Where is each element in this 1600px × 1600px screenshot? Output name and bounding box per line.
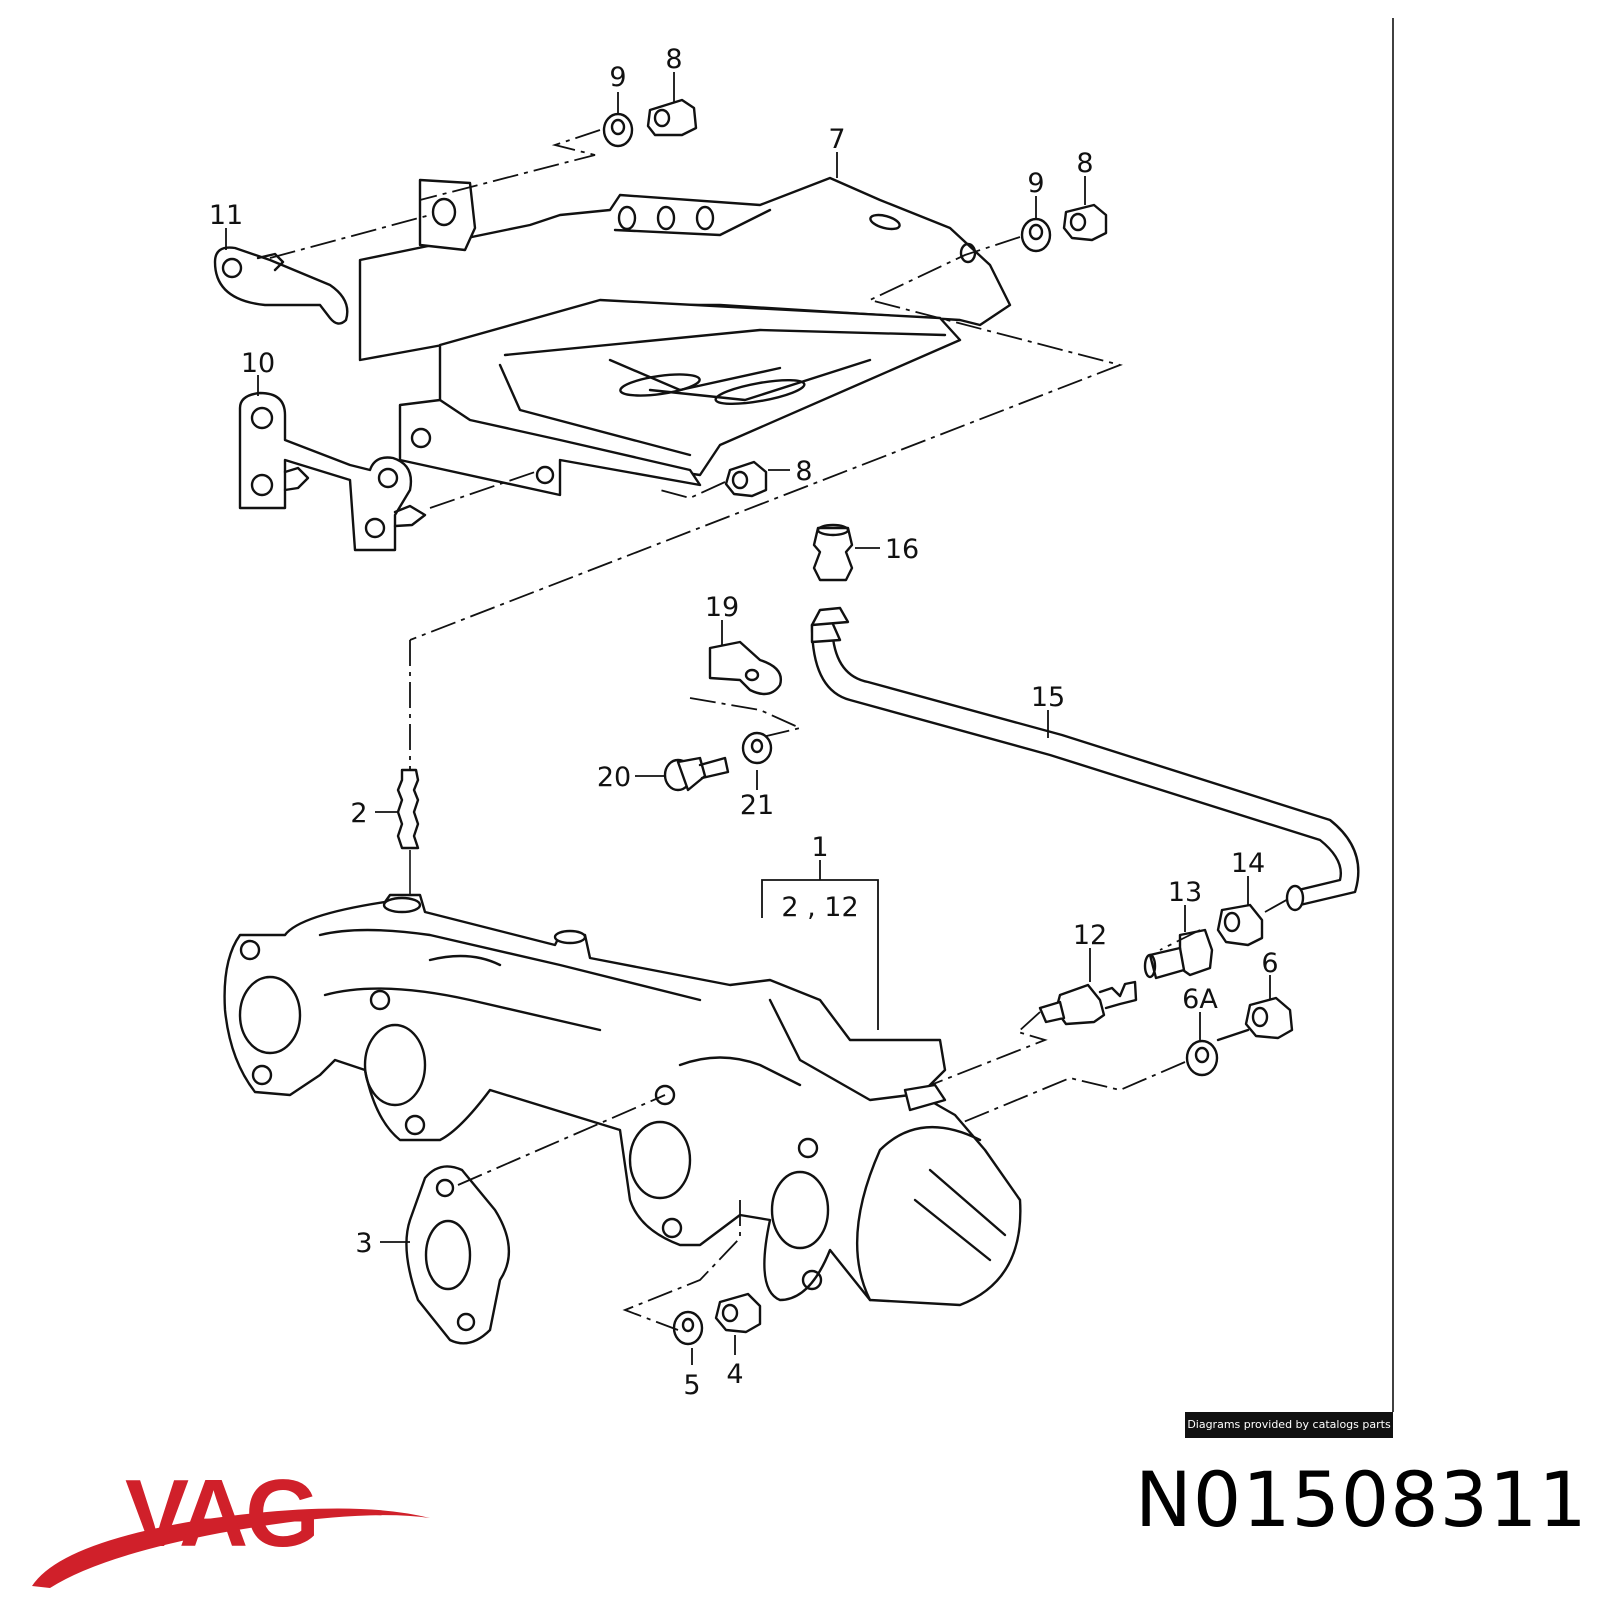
callout-16: 16: [885, 534, 919, 565]
heat-shield-part: [358, 176, 1012, 497]
assembly-line-8: [659, 481, 726, 499]
callout-1: 1: [811, 832, 828, 863]
nut-8-lower-part: [724, 460, 768, 498]
callout-11: 11: [209, 200, 243, 231]
callout-5: 5: [683, 1370, 700, 1401]
callout-6: 6: [1261, 948, 1278, 979]
callout-3: 3: [355, 1228, 372, 1259]
callout-9-right: 9: [1027, 168, 1044, 199]
assembly-line-12: [917, 1011, 1048, 1091]
assembly-line-10: [429, 471, 536, 509]
callout-8-right: 8: [1076, 148, 1093, 179]
callout-9-top: 9: [609, 62, 626, 93]
callout-2-12: 2 , 12: [781, 892, 858, 923]
assembly-line-top: [419, 129, 601, 201]
callout-12: 12: [1073, 920, 1107, 951]
washer-5-part: [672, 1310, 704, 1346]
bracket-11-part: [213, 246, 349, 325]
diagram-credit-label: Diagrams provided by catalogs parts: [1185, 1412, 1393, 1438]
vag-logo-wordmark: VAG: [125, 1460, 317, 1567]
pipe-15-part: [810, 620, 1360, 912]
callout-8-lower: 8: [795, 456, 812, 487]
assembly-line-6: [919, 1061, 1186, 1141]
assembly-line-pipe: [1159, 897, 1291, 951]
fitting-12-part: [1038, 980, 1138, 1026]
washer-21-part: [741, 731, 773, 765]
bolt-20-part: [663, 756, 730, 792]
callout-19: 19: [705, 592, 739, 623]
bracket-10-part: [238, 391, 427, 552]
callout-10: 10: [241, 348, 275, 379]
leader-lines: [225, 72, 1271, 1365]
callout-14: 14: [1231, 848, 1265, 879]
gasket-3-part: [405, 1165, 511, 1345]
callout-7: 7: [828, 124, 845, 155]
callout-4: 4: [726, 1359, 743, 1390]
nut-8-top-part: [646, 98, 698, 137]
assembly-line-19: [689, 697, 803, 741]
washer-6a-part: [1185, 1039, 1219, 1077]
vag-logo-swoosh: [32, 1508, 430, 1588]
stud-2-part: [396, 768, 420, 850]
bracket-19-part: [708, 640, 782, 696]
nut-14-part: [1216, 903, 1264, 947]
callout-21: 21: [740, 790, 774, 821]
callout-15: 15: [1031, 682, 1065, 713]
callout-6a: 6A: [1182, 984, 1218, 1015]
part-number: N01508311: [1135, 1455, 1588, 1544]
washer-9-right-part: [1020, 217, 1052, 253]
vag-logo: VAG: [32, 1460, 430, 1588]
exhaust-manifold-part: [223, 893, 1022, 1307]
assembly-line-right: [409, 236, 1123, 641]
callout-8-top: 8: [665, 44, 682, 75]
grommet-16-part: [810, 523, 854, 627]
washer-9-top-part: [602, 112, 634, 148]
nut-4-part: [714, 1292, 762, 1334]
callout-2: 2: [350, 798, 367, 829]
nut-8-right-part: [1062, 203, 1108, 242]
assembly-line-4: [622, 1200, 741, 1331]
callout-20: 20: [597, 762, 631, 793]
fitting-13-part: [1143, 928, 1214, 980]
assembly-line-gasket: [457, 1094, 666, 1186]
assembly-line-11: [269, 214, 431, 259]
callout-13: 13: [1168, 877, 1202, 908]
nut-6-part: [1216, 996, 1294, 1042]
